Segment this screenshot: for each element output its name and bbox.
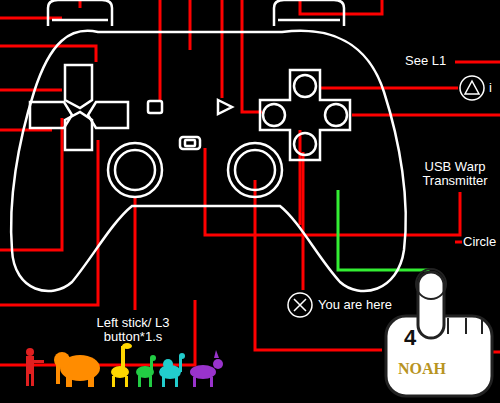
button-name: Circle — [463, 235, 496, 249]
controller-outline — [11, 0, 406, 291]
location-note: You are here — [318, 298, 392, 312]
part-name: Left stick/ L3 button*1.s — [90, 316, 176, 344]
button-symbols — [288, 76, 484, 317]
hand-cursor-icon: 4NOAH — [378, 266, 498, 400]
part-reference: See L1 — [405, 54, 446, 68]
hand-outline — [378, 266, 498, 400]
logo-text: NOAH — [398, 360, 446, 378]
animal-parade — [26, 343, 223, 387]
callout-number: 4 — [404, 326, 416, 350]
green-lead — [338, 190, 428, 282]
leader-lines — [0, 0, 500, 365]
button-name: i — [489, 81, 492, 95]
part-name: USB Warp Transmitter — [412, 160, 498, 188]
